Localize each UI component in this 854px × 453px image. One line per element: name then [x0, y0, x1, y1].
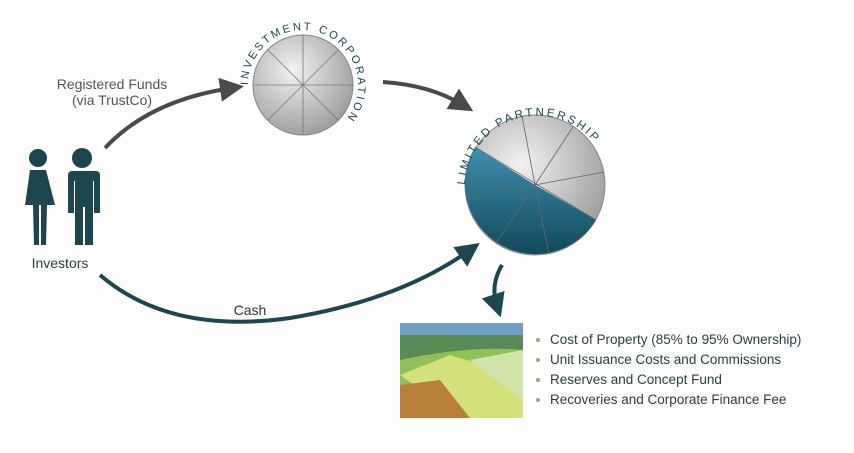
list-item: Recoveries and Corporate Finance Fee: [536, 390, 801, 410]
registered-funds-arrow: [103, 77, 244, 150]
limited-partnership-pie: [464, 114, 606, 256]
registered-funds-label: Registered Funds: [56, 76, 168, 92]
investment-corporation-pie: [252, 34, 354, 136]
uses-of-funds-list: Cost of Property (85% to 95% Ownership) …: [536, 330, 801, 410]
investors-label: Investors: [31, 255, 89, 271]
list-item: Unit Issuance Costs and Commissions: [536, 350, 801, 370]
farmland-photo: [400, 323, 523, 418]
registered-funds-caption: Registered Funds (via TrustCo): [42, 76, 182, 108]
lp-down-arrow: [481, 263, 505, 318]
list-item: Cost of Property (85% to 95% Ownership): [536, 330, 801, 350]
cash-arrow: [98, 243, 480, 324]
cash-label: Cash: [233, 302, 267, 318]
investors-icon: [25, 148, 100, 245]
ic-to-lp-arrow: [382, 80, 474, 112]
registered-funds-sub: (via TrustCo): [71, 92, 153, 108]
list-item: Reserves and Concept Fund: [536, 370, 801, 390]
